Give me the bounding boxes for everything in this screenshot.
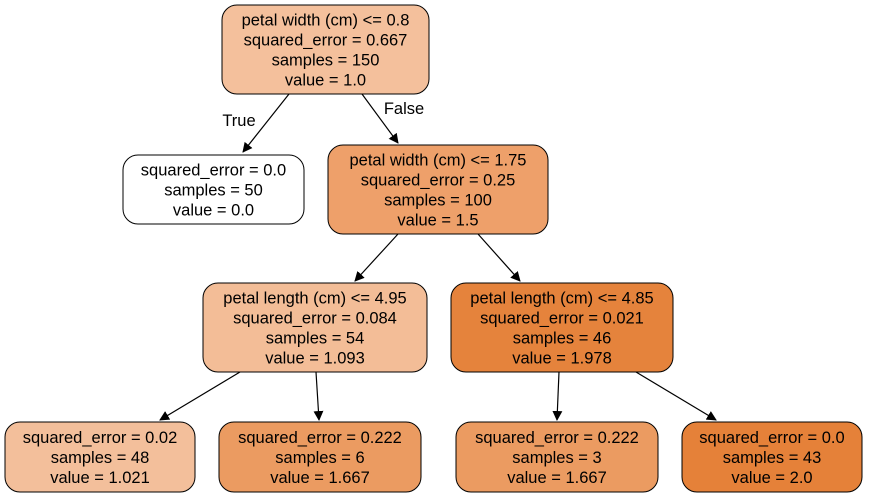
tree-node-n2: petal width (cm) <= 1.75 squared_error = … <box>327 144 549 235</box>
node-box <box>450 282 674 373</box>
node-line: samples = 150 <box>272 52 380 70</box>
node-line: samples = 54 <box>266 330 365 348</box>
node-box <box>202 282 428 373</box>
tree-node-n6: squared_error = 0.222 samples = 6 value = … <box>218 421 422 493</box>
node-line: samples = 100 <box>384 192 492 210</box>
tree-node-n5: squared_error = 0.02 samples = 48 value = … <box>4 421 196 493</box>
node-line: samples = 46 <box>513 330 612 348</box>
node-line: petal length (cm) <= 4.85 <box>470 290 653 308</box>
node-line: petal width (cm) <= 1.75 <box>349 152 526 170</box>
node-box <box>221 4 430 95</box>
node-line: squared_error = 0.25 <box>361 172 516 190</box>
edge-n2-n4 <box>477 233 521 282</box>
edge-n4-n7 <box>552 371 563 421</box>
edges-layer: True False <box>159 93 717 421</box>
edge-n2-n3 <box>354 233 399 282</box>
node-line: squared_error = 0.02 <box>23 429 178 447</box>
node-box <box>327 144 549 235</box>
node-line: samples = 50 <box>164 182 263 200</box>
node-line: samples = 48 <box>51 449 150 467</box>
edge-label-false: False <box>384 100 424 118</box>
tree-node-n8: squared_error = 0.0 samples = 43 value = 2… <box>681 421 863 493</box>
edge-n3-n6 <box>313 371 324 421</box>
tree-node-n7: squared_error = 0.222 samples = 3 value = … <box>455 421 659 493</box>
node-line: petal width (cm) <= 0.8 <box>242 12 410 30</box>
node-line: value = 1.0 <box>285 72 366 90</box>
node-line: samples = 43 <box>723 449 822 467</box>
node-line: squared_error = 0.0 <box>141 162 286 180</box>
node-line: samples = 6 <box>275 449 364 467</box>
edge-n4-n8 <box>635 371 717 421</box>
node-line: value = 1.978 <box>512 350 612 368</box>
node-box <box>455 421 659 493</box>
node-line: squared_error = 0.667 <box>244 32 408 50</box>
tree-node-n1: squared_error = 0.0 samples = 50 value = 0… <box>122 154 305 225</box>
node-line: value = 1.667 <box>270 469 370 487</box>
tree-node-n0: petal width (cm) <= 0.8 squared_error = 0… <box>221 4 430 95</box>
node-line: petal length (cm) <= 4.95 <box>223 290 406 308</box>
node-line: squared_error = 0.0 <box>699 429 844 447</box>
node-box <box>4 421 196 493</box>
nodes-layer: petal width (cm) <= 0.8 squared_error = 0… <box>4 4 863 493</box>
tree-node-n4: petal length (cm) <= 4.85 squared_error =… <box>450 282 674 373</box>
node-line: value = 1.093 <box>265 350 365 368</box>
node-line: squared_error = 0.084 <box>233 310 397 328</box>
node-line: value = 0.0 <box>173 202 254 220</box>
node-line: samples = 3 <box>512 449 601 467</box>
edge-label-true: True <box>222 112 255 130</box>
edge-n0-n1 <box>242 93 290 153</box>
edge-n0-n2 <box>361 93 399 144</box>
node-line: squared_error = 0.222 <box>475 429 639 447</box>
node-line: value = 1.021 <box>50 469 150 487</box>
edge-n3-n5 <box>159 371 241 421</box>
node-line: value = 1.667 <box>507 469 607 487</box>
node-line: value = 2.0 <box>731 469 812 487</box>
node-line: value = 1.5 <box>397 212 478 230</box>
node-line: squared_error = 0.021 <box>480 310 644 328</box>
node-box <box>122 154 305 225</box>
node-line: squared_error = 0.222 <box>238 429 402 447</box>
node-box <box>218 421 422 493</box>
node-box <box>681 421 863 493</box>
tree-node-n3: petal length (cm) <= 4.95 squared_error =… <box>202 282 428 373</box>
